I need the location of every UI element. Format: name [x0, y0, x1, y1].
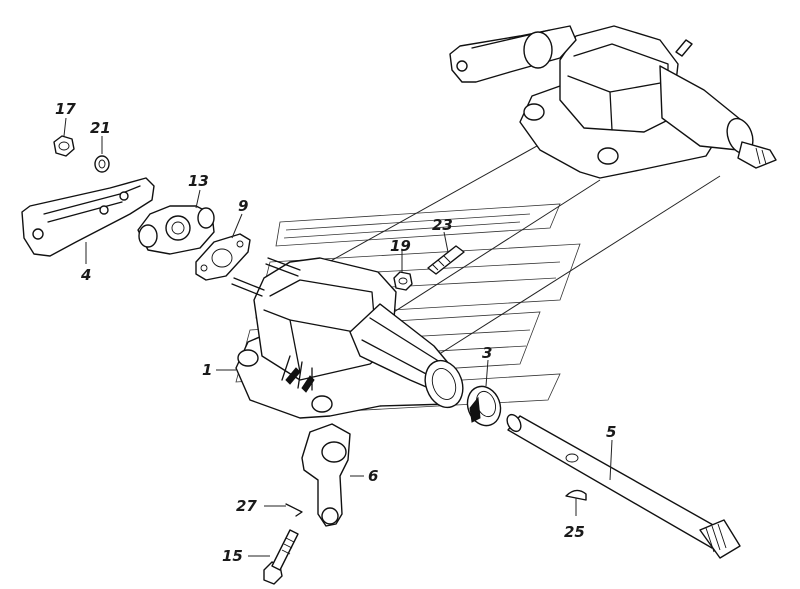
- part-21-washer: [94, 155, 110, 173]
- callout-23: 23: [432, 216, 453, 234]
- callout-17: 17: [55, 100, 76, 118]
- callout-19: 19: [390, 237, 411, 255]
- leader-lines: [63, 117, 613, 557]
- callout-3: 3: [482, 344, 492, 362]
- callout-4: 4: [80, 266, 91, 284]
- part-13-spacer-block: [137, 205, 215, 255]
- part-23-stud: [427, 245, 465, 275]
- part-9-gasket: [195, 233, 251, 281]
- part-27-pin: [285, 503, 303, 517]
- part-19-nut: [393, 271, 413, 291]
- part-5-shaft: [506, 413, 741, 559]
- callout-labels: 17 21 13 9 4 23 19 1 3 5 6 27 25 15: [55, 100, 616, 565]
- assembly-guide-lines: [317, 121, 721, 361]
- upper-assembly: [449, 25, 777, 179]
- callout-25: 25: [564, 523, 585, 541]
- callout-6: 6: [368, 467, 378, 485]
- part-4-lever-bracket: [21, 177, 155, 257]
- part-25-key: [565, 489, 587, 501]
- callout-21: 21: [90, 119, 111, 137]
- part-17-nut: [53, 135, 75, 157]
- callout-9: 9: [238, 197, 248, 215]
- part-3-seal: [466, 385, 502, 427]
- part-15-bolt: [263, 529, 299, 585]
- callout-15: 15: [222, 547, 243, 565]
- callout-5: 5: [606, 423, 616, 441]
- callout-13: 13: [188, 172, 209, 190]
- part-6-lever: [301, 423, 351, 527]
- callout-1: 1: [202, 361, 212, 379]
- callout-27: 27: [236, 497, 257, 515]
- part-1-housing: [231, 257, 464, 419]
